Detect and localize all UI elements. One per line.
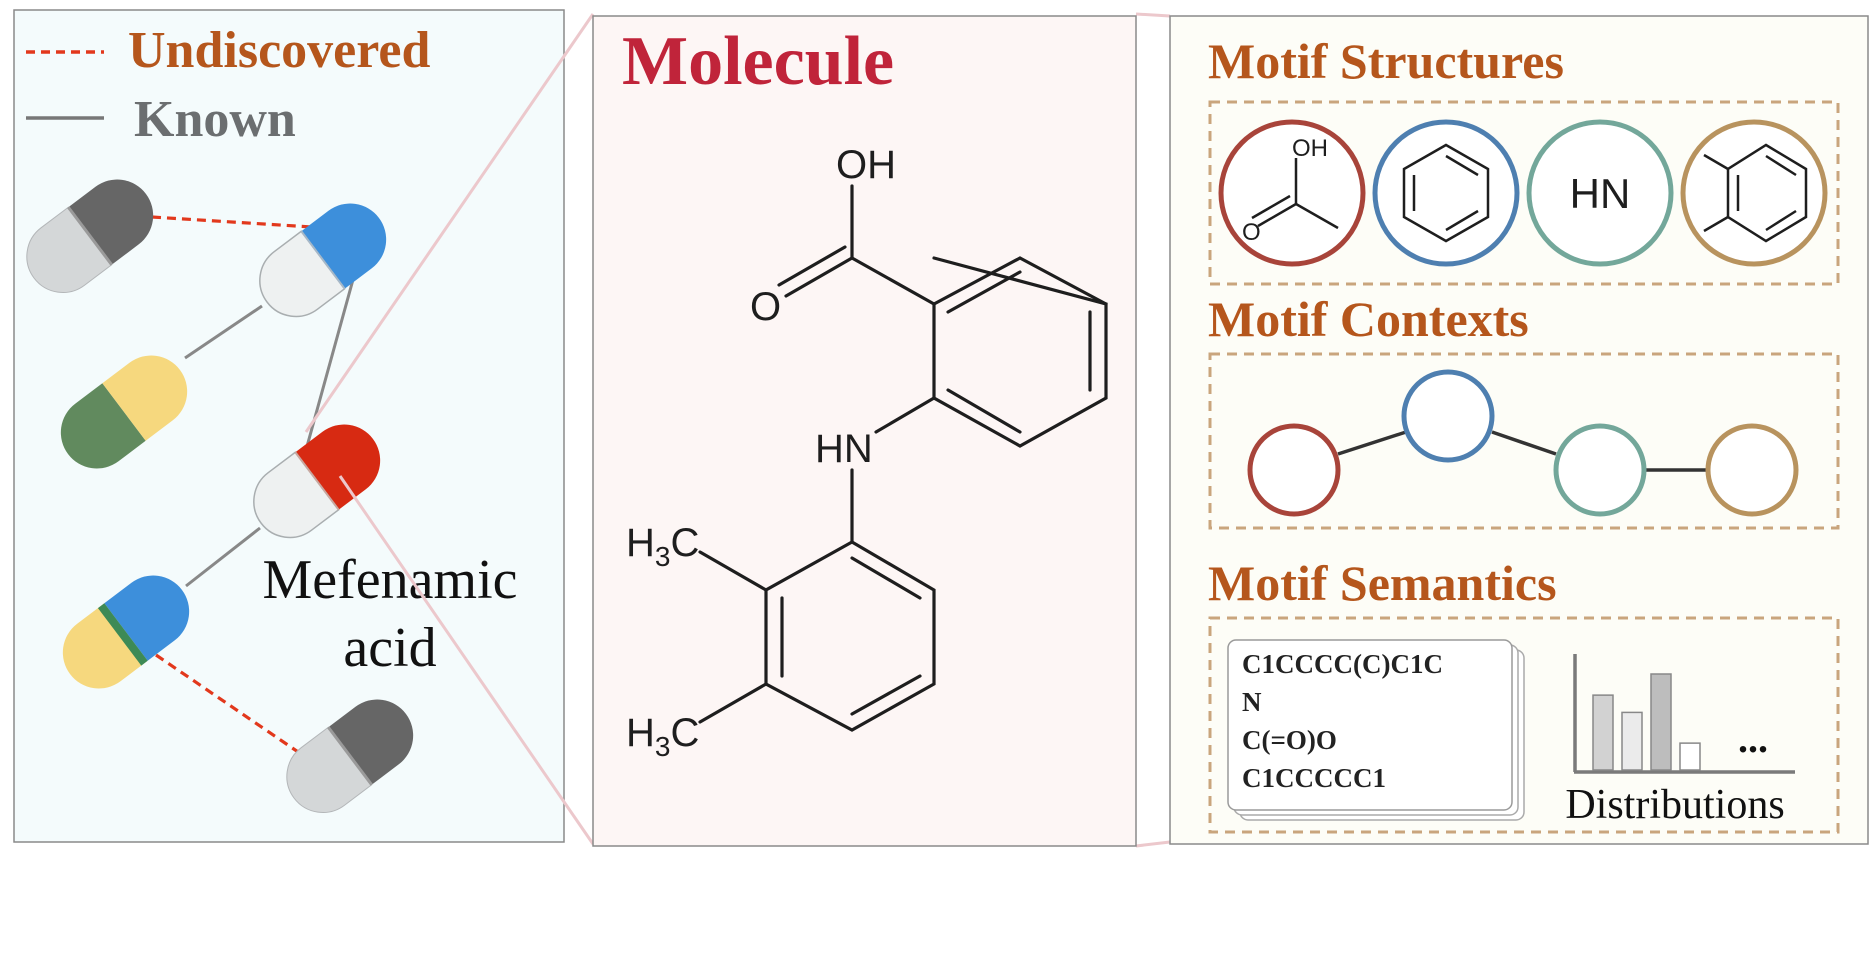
distribution-bar-1 bbox=[1592, 694, 1614, 771]
context-node-carboxyl bbox=[1247, 423, 1341, 517]
known-edge bbox=[185, 526, 261, 588]
pill-capsule-icon bbox=[259, 203, 387, 318]
distribution-bar-4 bbox=[1679, 742, 1701, 771]
distribution-bar-3 bbox=[1650, 673, 1672, 771]
amine-motif-icon bbox=[1526, 119, 1674, 267]
pill-capsule-icon bbox=[60, 355, 188, 469]
zoom-connector-line bbox=[1135, 840, 1171, 848]
drug-name-line1: Mefenamic bbox=[263, 549, 518, 611]
motif-atom-hn: HN bbox=[1570, 170, 1631, 217]
smiles-list: C1CCCC(C)C1C N C(=O)O C1CCCCC1 bbox=[1242, 645, 1443, 797]
chart-ellipsis: ... bbox=[1738, 716, 1768, 761]
motif-atom-oh: OH bbox=[1292, 135, 1328, 162]
atom-hn: HN bbox=[815, 427, 873, 471]
distribution-bar-2 bbox=[1621, 711, 1643, 771]
drug-name-line2: acid bbox=[343, 617, 436, 679]
context-node-benzene bbox=[1401, 369, 1495, 463]
atom-h3c-bottom: H3C bbox=[626, 711, 699, 762]
dimethylbenzene-motif-icon bbox=[1680, 119, 1828, 267]
smiles-card-stack bbox=[1227, 639, 1525, 821]
known-edge bbox=[184, 304, 263, 360]
mefenamic-acid-structure bbox=[698, 184, 1108, 732]
pill-capsule-icon bbox=[26, 179, 154, 293]
motif-atom-o: O bbox=[1242, 219, 1261, 246]
benzene-motif-icon bbox=[1372, 119, 1520, 267]
smiles-line: C1CCCCC1 bbox=[1242, 763, 1386, 793]
smiles-line: C(=O)O bbox=[1242, 725, 1337, 755]
atom-o: O bbox=[750, 285, 781, 329]
motif-context-graph bbox=[1247, 369, 1799, 517]
motif-semantics-box bbox=[1208, 616, 1840, 834]
carboxyl-motif-icon bbox=[1218, 119, 1366, 267]
molecule-title: Molecule bbox=[622, 23, 894, 100]
context-node-amine bbox=[1553, 423, 1647, 517]
legend-known-label: Known bbox=[134, 91, 296, 148]
undiscovered-edge bbox=[151, 215, 313, 229]
smiles-line: C1CCCC(C)C1C bbox=[1242, 649, 1443, 679]
pill-capsule-icon bbox=[62, 575, 190, 689]
motif-semantics-title: Motif Semantics bbox=[1208, 555, 1557, 611]
pill-capsule-icon bbox=[253, 424, 381, 539]
atom-h3c-top: H3C bbox=[626, 521, 699, 572]
motif-contexts-title: Motif Contexts bbox=[1208, 291, 1529, 347]
atom-oh: OH bbox=[836, 143, 896, 187]
smiles-line: N bbox=[1242, 687, 1262, 717]
context-node-dimethylbenzene bbox=[1705, 423, 1799, 517]
chart-bars bbox=[1592, 673, 1701, 771]
motif-structures-title: Motif Structures bbox=[1208, 33, 1564, 89]
distributions-label: Distributions bbox=[1565, 782, 1784, 828]
distribution-chart bbox=[1573, 654, 1795, 774]
zoom-connector-line bbox=[1135, 12, 1171, 18]
motif-structures-box bbox=[1208, 100, 1840, 286]
pill-capsule-icon bbox=[286, 699, 414, 813]
zoom-connector-line bbox=[304, 13, 595, 433]
legend-undiscovered-label: Undiscovered bbox=[128, 22, 430, 79]
zoom-connector-line bbox=[338, 475, 595, 845]
motif-contexts-box bbox=[1208, 352, 1840, 530]
